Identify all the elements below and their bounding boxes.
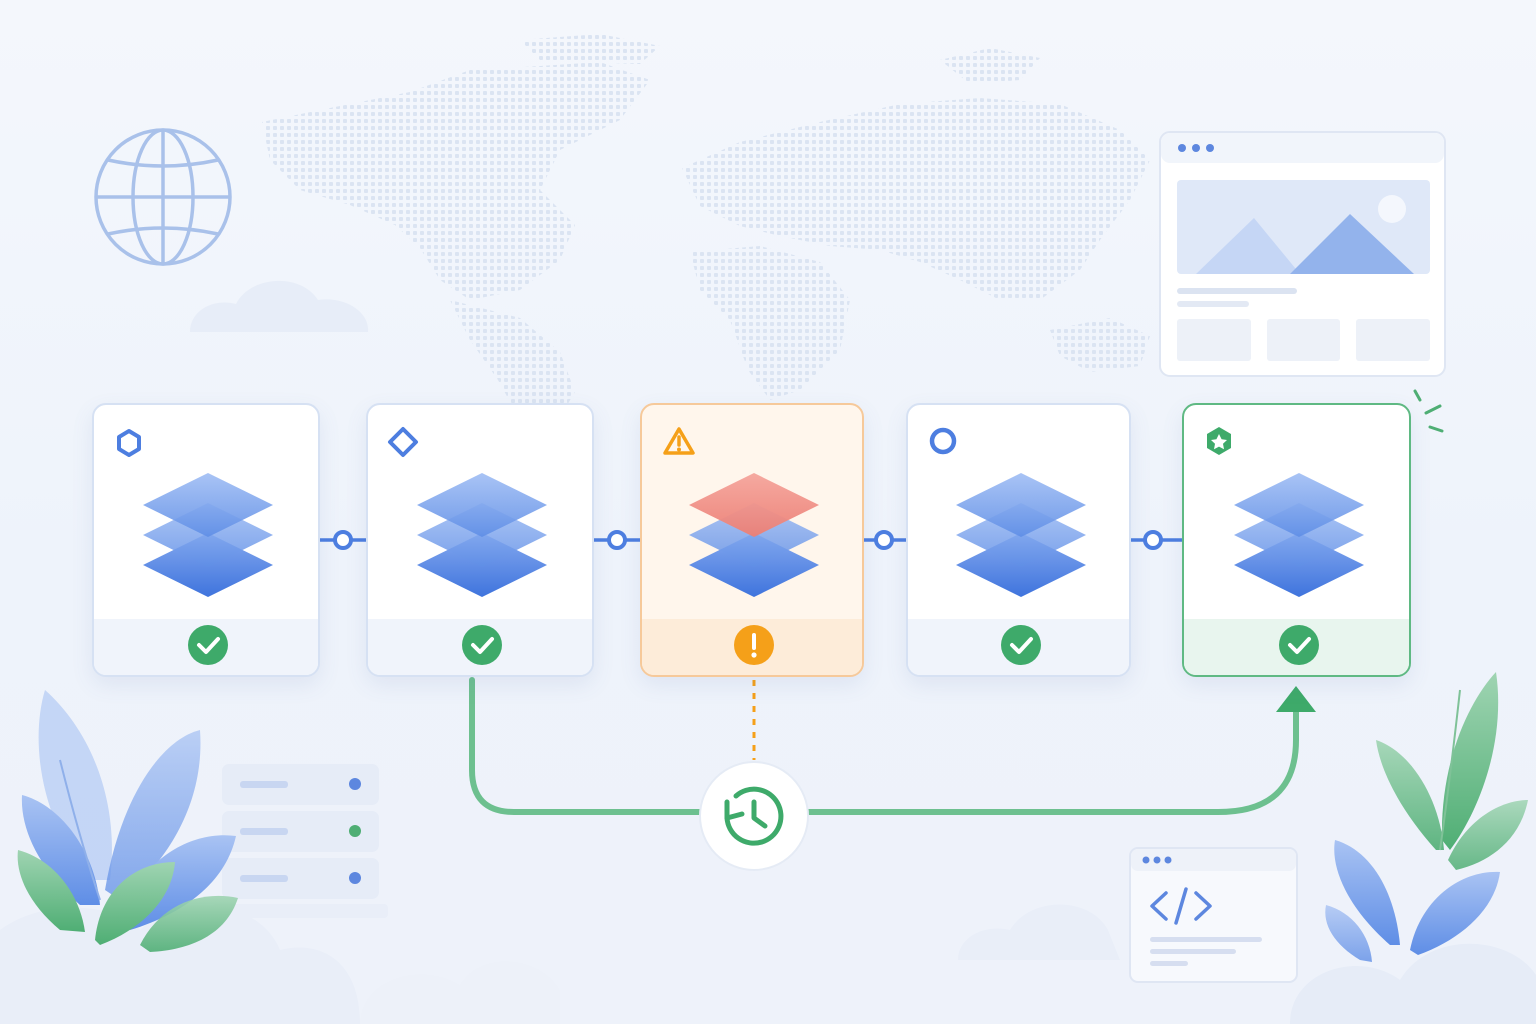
check-circle-icon [1279, 625, 1319, 665]
sparkle-icon [1413, 389, 1444, 433]
globe-icon [94, 128, 232, 266]
layers-stack-icon [689, 473, 819, 597]
pipeline-stage-4[interactable] [906, 403, 1131, 677]
server-rack-icon [212, 764, 388, 918]
pipeline-stage-1[interactable] [92, 403, 320, 677]
pipeline-stage-2[interactable] [366, 403, 594, 677]
code-window-icon [1129, 847, 1298, 983]
pipeline-stage-3[interactable] [640, 403, 864, 677]
stage-graphic [663, 427, 819, 665]
check-circle-icon [1001, 625, 1041, 665]
check-circle-icon [462, 625, 502, 665]
star-badge-icon [1207, 427, 1231, 455]
layers-stack-icon [143, 473, 273, 597]
plant-leaves-right [1325, 672, 1528, 962]
stage-graphic [929, 427, 1086, 665]
stage-graphic [1207, 427, 1364, 665]
circle-icon [929, 427, 957, 455]
pipeline-stage-5[interactable] [1182, 403, 1411, 677]
world-map-dots [262, 34, 1150, 430]
rollback-button[interactable] [696, 758, 812, 874]
stage-graphic [388, 427, 547, 665]
diamond-icon [388, 427, 418, 457]
rollback-path [469, 677, 1299, 815]
exclamation-circle-icon [734, 625, 774, 665]
warning-triangle-icon [663, 427, 695, 455]
browser-window-icon [1159, 131, 1446, 377]
history-clock-icon [724, 786, 784, 846]
cloud-icon [0, 280, 1536, 1024]
hexagon-icon [117, 429, 141, 457]
check-circle-icon [188, 625, 228, 665]
layers-stack-icon [956, 473, 1086, 597]
layers-stack-icon [417, 473, 547, 597]
plant-leaves-left [17, 690, 238, 952]
layers-stack-icon [1234, 473, 1364, 597]
stage-graphic [117, 429, 273, 665]
rollback-arrowhead [1276, 686, 1316, 712]
